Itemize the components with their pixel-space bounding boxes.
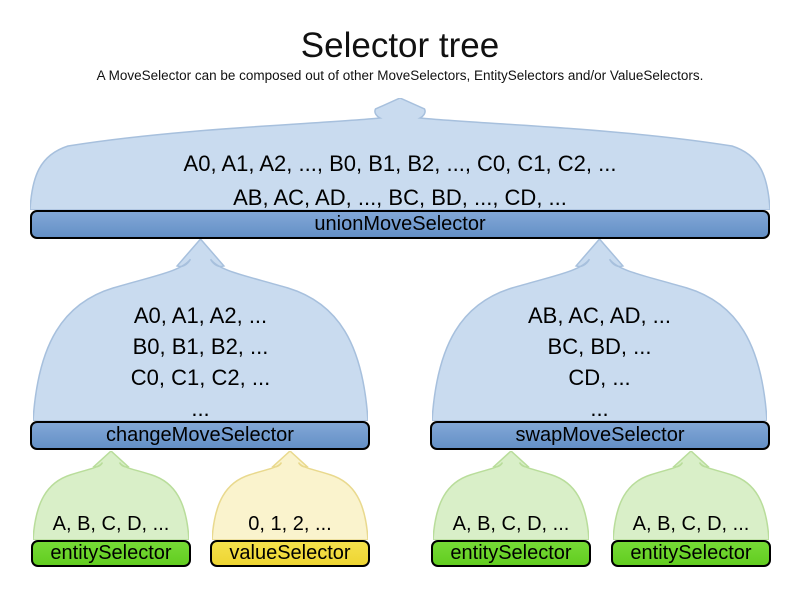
entity-left-output-text: A, B, C, D, ... — [52, 513, 170, 535]
change-output-line: ... — [191, 396, 210, 421]
union-plume-arrow-shape — [30, 98, 770, 210]
union-move-selector-bar: unionMoveSelector — [30, 210, 770, 239]
change-output-text: A0, A1, A2, ... B0, B1, B2, ... C0, C1, … — [33, 300, 368, 424]
change-plume-arrow-shape — [33, 239, 368, 421]
value-output-text: 0, 1, 2, ... — [248, 513, 332, 535]
value-selector-bar: valueSelector — [210, 540, 370, 567]
union-output-line: A0, A1, A2, ..., B0, B1, B2, ..., C0, C1… — [183, 151, 617, 176]
union-output-line: AB, AC, AD, ..., BC, BD, ..., CD, ... — [233, 185, 567, 210]
change-output-line: A0, A1, A2, ... — [133, 303, 268, 328]
swap-output-line: BC, BD, ... — [547, 334, 652, 359]
diagram-subtitle: A MoveSelector can be composed out of ot… — [96, 68, 704, 83]
swap-move-selector-bar: swapMoveSelector — [430, 421, 770, 450]
swap-output-text: AB, AC, AD, ... BC, BD, ... CD, ... ... — [432, 300, 767, 424]
entity-left-plume-arrow-shape — [33, 451, 189, 540]
change-output-line: B0, B1, B2, ... — [132, 334, 269, 359]
entity-mid-plume-arrow-shape — [433, 451, 589, 540]
change-move-selector-bar: changeMoveSelector — [30, 421, 370, 450]
swap-output-line: AB, AC, AD, ... — [527, 303, 672, 328]
union-output-text: A0, A1, A2, ..., B0, B1, B2, ..., C0, C1… — [30, 147, 770, 215]
swap-output-line: CD, ... — [568, 365, 631, 390]
diagram-title: Selector tree — [300, 26, 500, 65]
swap-plume-arrow-shape — [432, 239, 767, 421]
entity-right-plume-arrow-shape — [613, 451, 769, 540]
entity-mid-output-text: A, B, C, D, ... — [452, 513, 570, 535]
change-output-line: C0, C1, C2, ... — [130, 365, 271, 390]
value-plume-arrow-shape — [212, 451, 368, 540]
entity-right-output-text: A, B, C, D, ... — [632, 513, 750, 535]
swap-output-line: ... — [590, 396, 609, 421]
entity-selector-bar-right: entitySelector — [611, 540, 771, 567]
entity-selector-bar-mid: entitySelector — [431, 540, 591, 567]
entity-selector-bar-left: entitySelector — [31, 540, 191, 567]
